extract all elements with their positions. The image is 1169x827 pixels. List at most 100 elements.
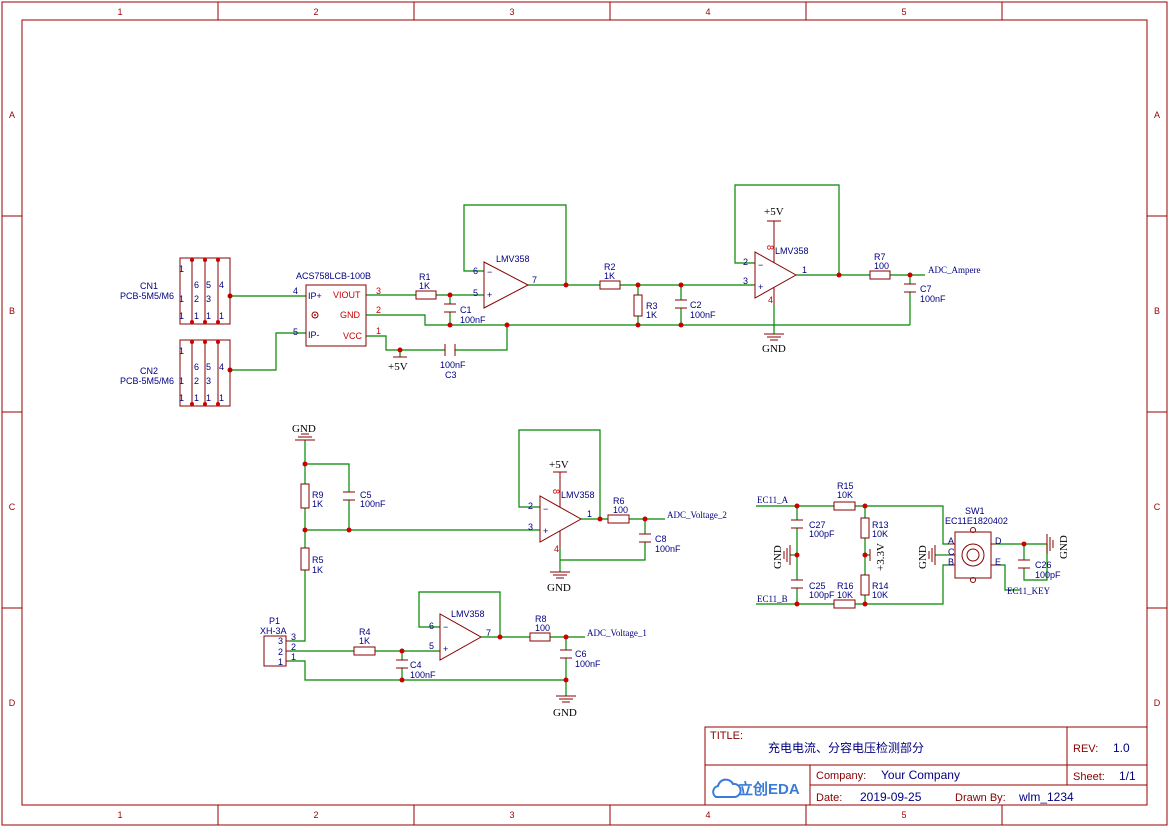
svg-text:1: 1 <box>291 652 296 662</box>
resistor-r14: R14 10K <box>860 574 889 600</box>
zone-col-3: 3 <box>509 7 514 17</box>
svg-text:4: 4 <box>219 280 224 290</box>
junction <box>597 516 603 522</box>
svg-text:100pF: 100pF <box>1035 570 1061 580</box>
svg-text:EC11E1820402: EC11E1820402 <box>945 516 1008 526</box>
svg-text:2: 2 <box>291 642 296 652</box>
svg-text:2: 2 <box>278 647 283 657</box>
net-label-ec11-b: EC11_B <box>757 594 788 604</box>
capacitor-c5: C5 100nF <box>343 490 386 509</box>
svg-text:C6: C6 <box>575 649 587 659</box>
svg-text:C26: C26 <box>1035 560 1052 570</box>
net-label-adc-voltage-2: ADC_Voltage_2 <box>667 510 727 520</box>
svg-text:3: 3 <box>206 376 211 386</box>
capacitor-c26: C26 100pF <box>1018 559 1061 580</box>
junctions <box>227 272 1027 683</box>
svg-text:1K: 1K <box>359 636 370 646</box>
svg-text:C25: C25 <box>809 581 826 591</box>
svg-text:R2: R2 <box>604 262 616 272</box>
capacitor-c7: C7 100nF <box>904 283 946 304</box>
svg-text:R6: R6 <box>613 496 625 506</box>
svg-text:ACS758LCB-100B: ACS758LCB-100B <box>296 271 371 281</box>
rev-value: 1.0 <box>1113 741 1130 755</box>
cn2-value: PCB-5M5/M6 <box>120 376 174 386</box>
resistor-r15: R15 10K <box>833 481 856 511</box>
svg-text:100nF: 100nF <box>920 294 946 304</box>
svg-text:C7: C7 <box>920 284 932 294</box>
logo-text: 立创EDA <box>738 780 800 798</box>
company-value: Your Company <box>881 768 960 782</box>
zone-col-3-bottom: 3 <box>509 810 514 820</box>
svg-text:1K: 1K <box>604 271 615 281</box>
junction <box>635 322 641 328</box>
svg-text:GND: GND <box>547 582 571 594</box>
svg-text:GND: GND <box>762 343 786 355</box>
svg-text:2: 2 <box>528 501 533 511</box>
svg-text:R5: R5 <box>312 555 324 565</box>
svg-text:1: 1 <box>179 376 184 386</box>
sheet-label: Sheet: <box>1073 771 1105 783</box>
zone-col-4: 4 <box>705 7 710 17</box>
junction <box>836 272 842 278</box>
connector-cn1: 1 6 5 4 1 2 3 1 1 1 1 CN1 PCB-5M5/M6 <box>120 257 231 325</box>
junction <box>504 322 510 328</box>
svg-text:LMV358: LMV358 <box>561 490 595 500</box>
svg-text:7: 7 <box>532 275 537 285</box>
connector-p1: P1 XH-3A 3 2 1 3 2 1 <box>260 616 296 667</box>
svg-text:6: 6 <box>194 362 199 372</box>
svg-text:1: 1 <box>802 265 807 275</box>
svg-text:SW1: SW1 <box>965 506 985 516</box>
svg-text:R4: R4 <box>359 627 371 637</box>
sheet-number: 1/1 <box>1119 769 1136 783</box>
zone-col-2-bottom: 2 <box>313 810 318 820</box>
junction <box>563 677 569 683</box>
resistor-r4: R4 1K <box>353 627 376 656</box>
opamp-3: − + 8 4 LMV358 2 3 1 <box>528 480 595 554</box>
resistor-r3: R3 1K <box>633 294 658 320</box>
svg-text:1: 1 <box>179 311 184 321</box>
svg-text:2: 2 <box>743 257 748 267</box>
resistor-r9: R9 1K <box>300 483 324 509</box>
svg-text:1: 1 <box>179 294 184 304</box>
junction <box>678 282 684 288</box>
svg-text:4: 4 <box>768 295 773 305</box>
rotary-encoder-sw1: SW1 EC11E1820402 A C B D E <box>945 506 1008 583</box>
svg-text:100nF: 100nF <box>410 670 436 680</box>
svg-text:8: 8 <box>551 489 561 494</box>
junction <box>302 527 308 533</box>
power-3v3-encoder: +3.3V <box>869 543 887 571</box>
zone-col-1: 1 <box>117 7 122 17</box>
gnd-symbol-bottom: GND <box>553 695 577 719</box>
svg-text:VIOUT: VIOUT <box>333 290 361 300</box>
svg-text:100nF: 100nF <box>360 499 386 509</box>
svg-text:3: 3 <box>278 636 283 646</box>
svg-text:+5V: +5V <box>764 206 784 218</box>
svg-text:1: 1 <box>219 311 224 321</box>
zone-row-d: D <box>9 698 16 708</box>
sheet-title: 充电电流、分容电压检测部分 <box>768 740 924 755</box>
zone-col-4-bottom: 4 <box>705 810 710 820</box>
svg-text:+5V: +5V <box>388 361 408 373</box>
net-label-ec11-a: EC11_A <box>757 495 789 505</box>
svg-text:100nF: 100nF <box>440 360 466 370</box>
junction <box>862 503 868 509</box>
junction <box>399 677 405 683</box>
svg-text:+: + <box>487 290 492 300</box>
svg-text:7: 7 <box>486 628 491 638</box>
svg-text:IP-: IP- <box>308 330 320 340</box>
gnd-symbol-top: GND <box>292 423 316 441</box>
date-value: 2019-09-25 <box>860 790 922 804</box>
svg-text:5: 5 <box>429 641 434 651</box>
svg-text:100nF: 100nF <box>460 315 486 325</box>
drawn-by-value: wlm_1234 <box>1018 790 1074 804</box>
svg-text:1: 1 <box>278 657 283 667</box>
junction <box>862 601 868 607</box>
svg-text:C: C <box>948 547 955 557</box>
svg-text:10K: 10K <box>837 490 853 500</box>
svg-text:GND: GND <box>917 545 929 569</box>
svg-text:B: B <box>948 557 954 567</box>
zone-row-d-right: D <box>1154 698 1161 708</box>
svg-text:C1: C1 <box>460 305 472 315</box>
